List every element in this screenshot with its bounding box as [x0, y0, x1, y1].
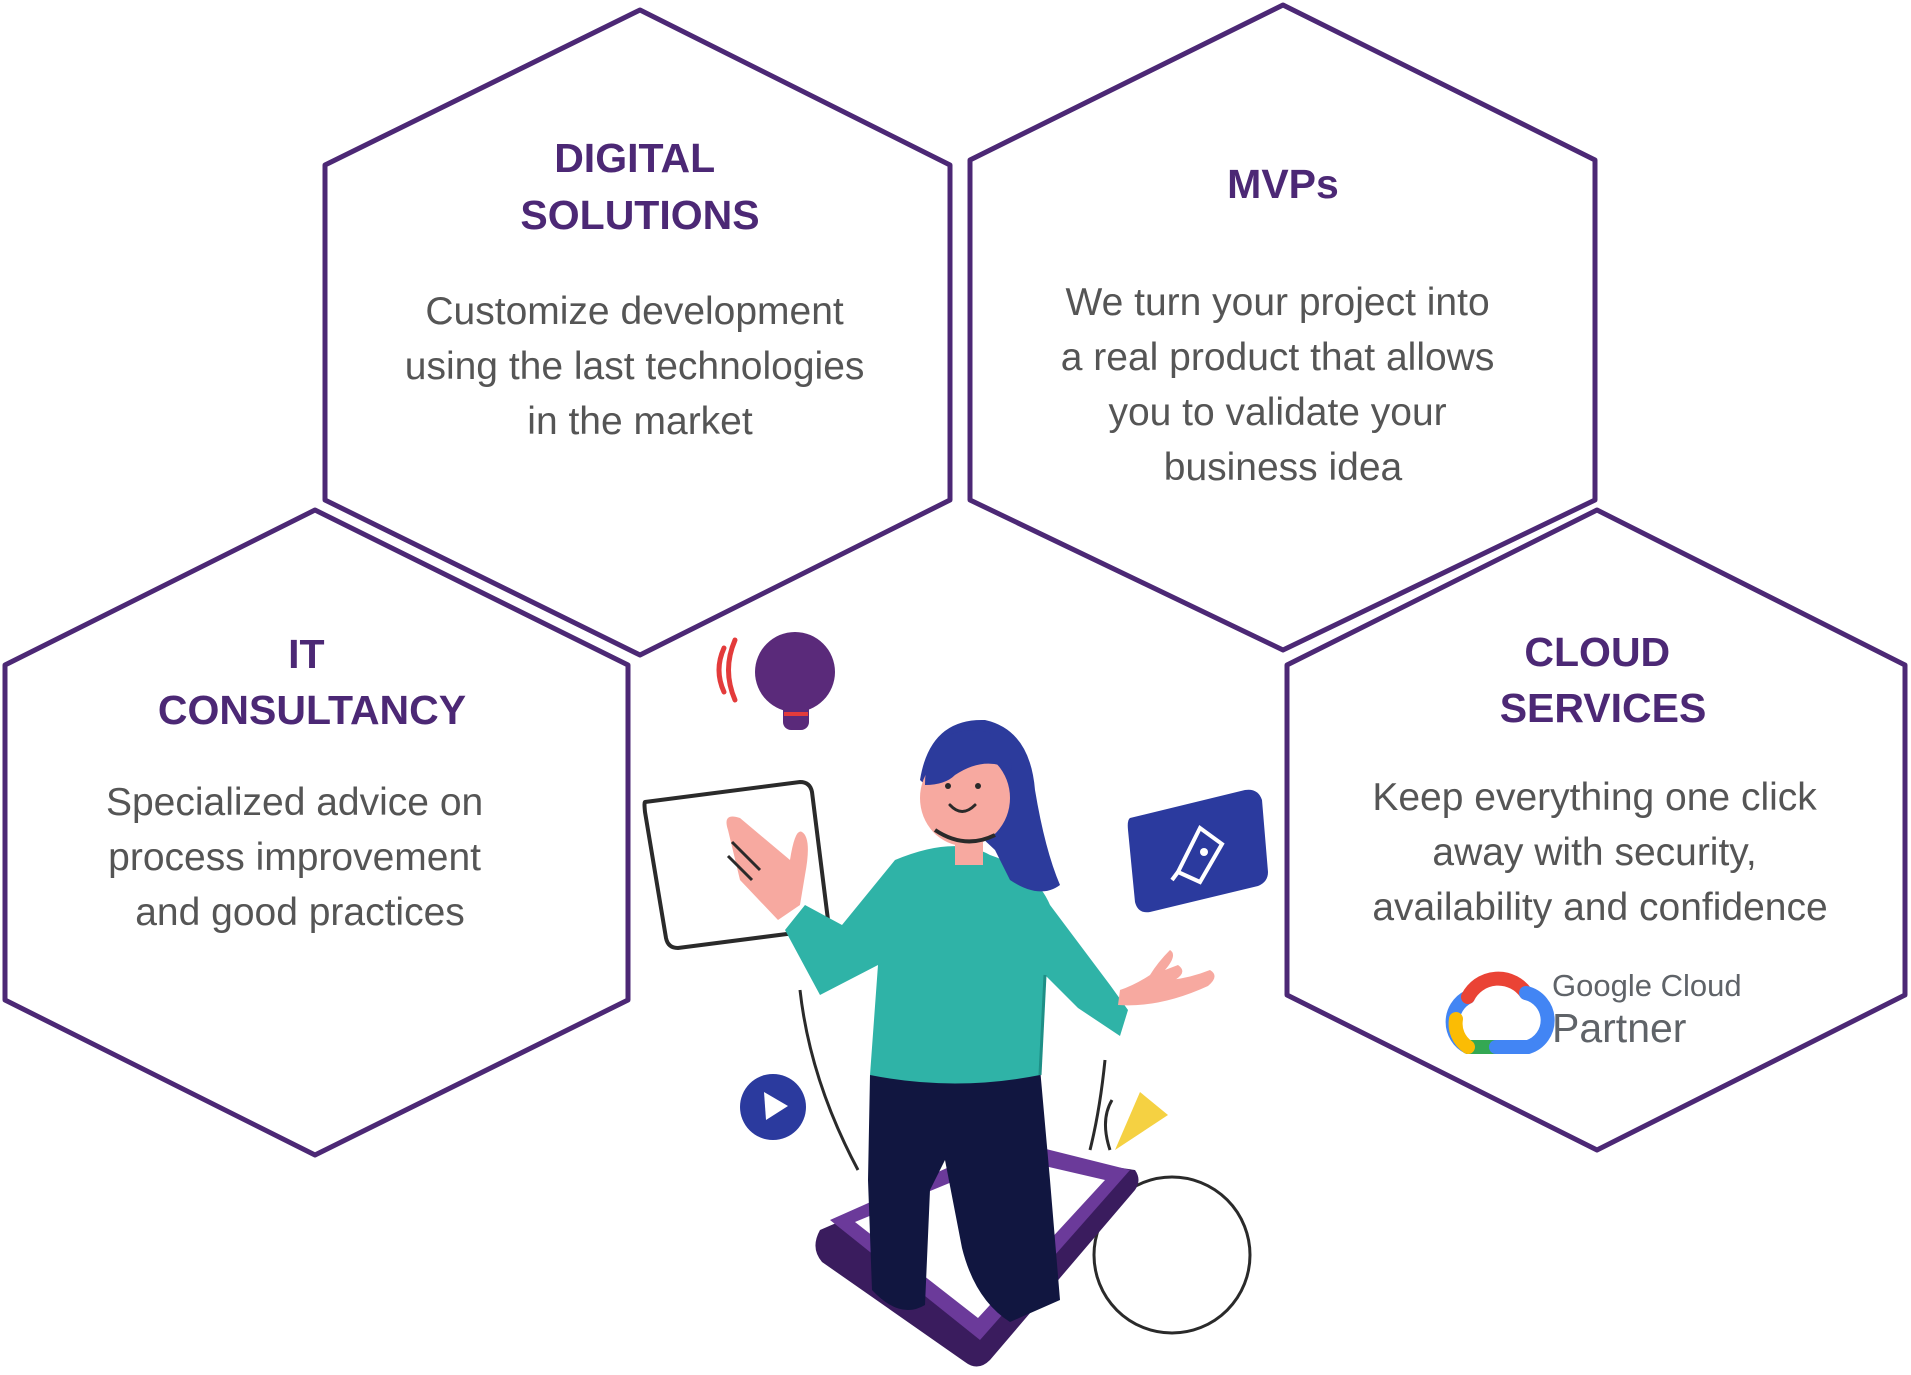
- hex-title-line: DIGITAL: [554, 135, 714, 181]
- hex-body-line: you to validate your: [1108, 391, 1446, 434]
- svg-text:Specialized advice on pr: Specialized advice on process improvemen…: [106, 781, 494, 934]
- hex-title-line: CLOUD: [1524, 629, 1670, 675]
- hex-title-line: SERVICES: [1500, 685, 1707, 731]
- hex-mvps: MVPs We turn your project into a real pr…: [967, 2, 1598, 653]
- person-face: [920, 730, 1012, 865]
- hex-body-line: process improvement: [108, 836, 481, 879]
- svg-text:Keep everything one click: Keep everything one click away with secu…: [1372, 776, 1827, 929]
- hex-body-line: and good practices: [135, 891, 465, 934]
- hex-title-line: IT: [288, 631, 324, 677]
- person-sweater: [785, 846, 1128, 1084]
- partner-line1: Google Cloud: [1552, 968, 1742, 1003]
- svg-text:Customize development us: Customize development using the last tec…: [405, 290, 875, 443]
- person-left-hand: [726, 816, 808, 920]
- svg-text:DIGITAL SOLUTIONS: DIGITAL SOLUTIONS: [520, 135, 759, 238]
- hex-body-line: using the last technologies: [405, 345, 865, 388]
- svg-text:We turn your project into: We turn your project into a real product…: [1061, 281, 1505, 489]
- hex-body-line: in the market: [527, 400, 753, 443]
- motion-line: [1088, 1059, 1107, 1151]
- hex-title-line: CONSULTANCY: [158, 687, 466, 733]
- hex-title-line: MVPs: [1227, 161, 1339, 207]
- hex-it-consultancy-outline: [2, 507, 631, 1158]
- person-right-hand-palm: [1118, 970, 1215, 1006]
- play-icon: [740, 1074, 806, 1140]
- hand-lines: [726, 840, 762, 882]
- hex-body-line: a real product that allows: [1061, 336, 1495, 379]
- hex-body-line: business idea: [1164, 446, 1403, 489]
- svg-text:IT CONSULTANCY: IT CONSULTANCY: [158, 631, 466, 733]
- motion-line: [798, 989, 860, 1171]
- partner-line2: Partner: [1552, 1005, 1686, 1051]
- hex-title-line: SOLUTIONS: [520, 192, 759, 238]
- hex-mvps-outline: [967, 2, 1598, 653]
- hex-body-line: Customize development: [425, 290, 844, 333]
- hex-body-line: Specialized advice on: [106, 781, 483, 824]
- lightbulb-icon: [716, 632, 835, 730]
- paper-plane-icon: [1104, 1092, 1168, 1151]
- person-pants: [868, 1068, 1060, 1322]
- hex-cloud-services-outline: [1284, 507, 1908, 1153]
- illustration: [642, 632, 1268, 1367]
- hex-body-line: Keep everything one click: [1372, 776, 1817, 819]
- hex-cloud-services: CLOUD SERVICES Keep everything one click…: [1284, 507, 1908, 1153]
- hex-digital-solutions-outline: [322, 7, 953, 658]
- google-cloud-partner-badge: Google Cloud Partner: [1445, 968, 1742, 1054]
- outline-circle: [1092, 1175, 1252, 1335]
- google-cloud-logo-icon: [1445, 971, 1555, 1054]
- hex-it-consultancy: IT CONSULTANCY Specialized advice on pro…: [2, 507, 631, 1158]
- svg-text:MVPs: MVPs: [1227, 161, 1339, 207]
- hex-body-line: We turn your project into: [1066, 281, 1490, 324]
- pen-tool-icon: [1127, 789, 1268, 913]
- hex-digital-solutions: DIGITAL SOLUTIONS Customize development …: [322, 7, 953, 658]
- hex-body-line: away with security,: [1432, 831, 1756, 874]
- svg-text:CLOUD SERVICES: CLOUD SERVICES: [1500, 629, 1707, 731]
- hex-body-line: availability and confidence: [1372, 886, 1827, 929]
